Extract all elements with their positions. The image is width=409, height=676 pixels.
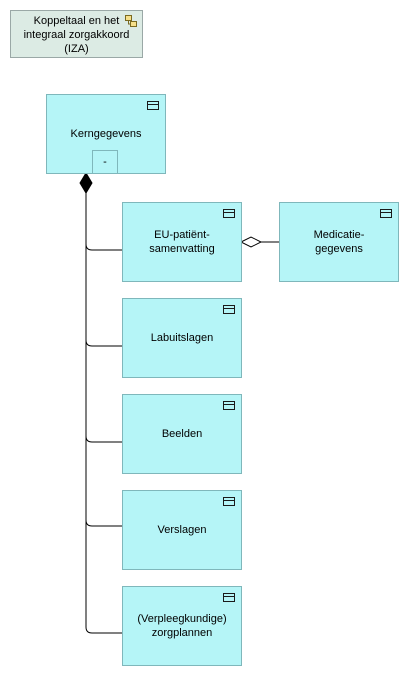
- data-object-label: EU-patiënt- samenvatting: [149, 229, 215, 255]
- data-object-label: (Verpleegkundige) zorgplannen: [137, 613, 227, 639]
- data-object-label: Kerngegevens: [70, 128, 142, 140]
- composition-branch-zorgplannen: [85, 626, 122, 634]
- data-object-icon: [380, 209, 392, 218]
- grouping-label: Koppeltaal en het integraal zorgakkoord …: [23, 15, 130, 55]
- data-object-kerngegevens[interactable]: Kerngegevens: [46, 94, 166, 174]
- composition-branch-verslagen: [85, 519, 122, 527]
- composition-diamond: [79, 172, 93, 194]
- collapse-toggle-button[interactable]: -: [92, 150, 118, 174]
- collapse-toggle-label: -: [103, 155, 107, 168]
- data-object-icon: [223, 497, 235, 506]
- data-object-labuitslagen[interactable]: Labuitslagen: [122, 298, 242, 378]
- grouping-koppeltaal-iza[interactable]: Koppeltaal en het integraal zorgakkoord …: [10, 10, 143, 58]
- data-object-zorgplannen[interactable]: (Verpleegkundige) zorgplannen: [122, 586, 242, 666]
- data-object-label: Labuitslagen: [150, 332, 214, 344]
- data-object-verslagen[interactable]: Verslagen: [122, 490, 242, 570]
- data-object-eu-patientsamenvatting[interactable]: EU-patiënt- samenvatting: [122, 202, 242, 282]
- data-object-beelden[interactable]: Beelden: [122, 394, 242, 474]
- grouping-icon: [125, 15, 137, 27]
- composition-branch-beelden: [85, 435, 122, 443]
- data-object-label: Beelden: [161, 428, 203, 440]
- data-object-icon: [223, 401, 235, 410]
- data-object-label: Verslagen: [157, 524, 207, 536]
- data-object-icon: [223, 593, 235, 602]
- aggregation-diamond: [239, 236, 263, 248]
- data-object-icon: [147, 101, 159, 110]
- data-object-icon: [223, 209, 235, 218]
- data-object-icon: [223, 305, 235, 314]
- composition-branch-eu: [85, 243, 122, 251]
- data-object-medicatiegegevens[interactable]: Medicatie- gegevens: [279, 202, 399, 282]
- composition-branch-lab: [85, 339, 122, 347]
- data-object-label: Medicatie- gegevens: [313, 229, 365, 255]
